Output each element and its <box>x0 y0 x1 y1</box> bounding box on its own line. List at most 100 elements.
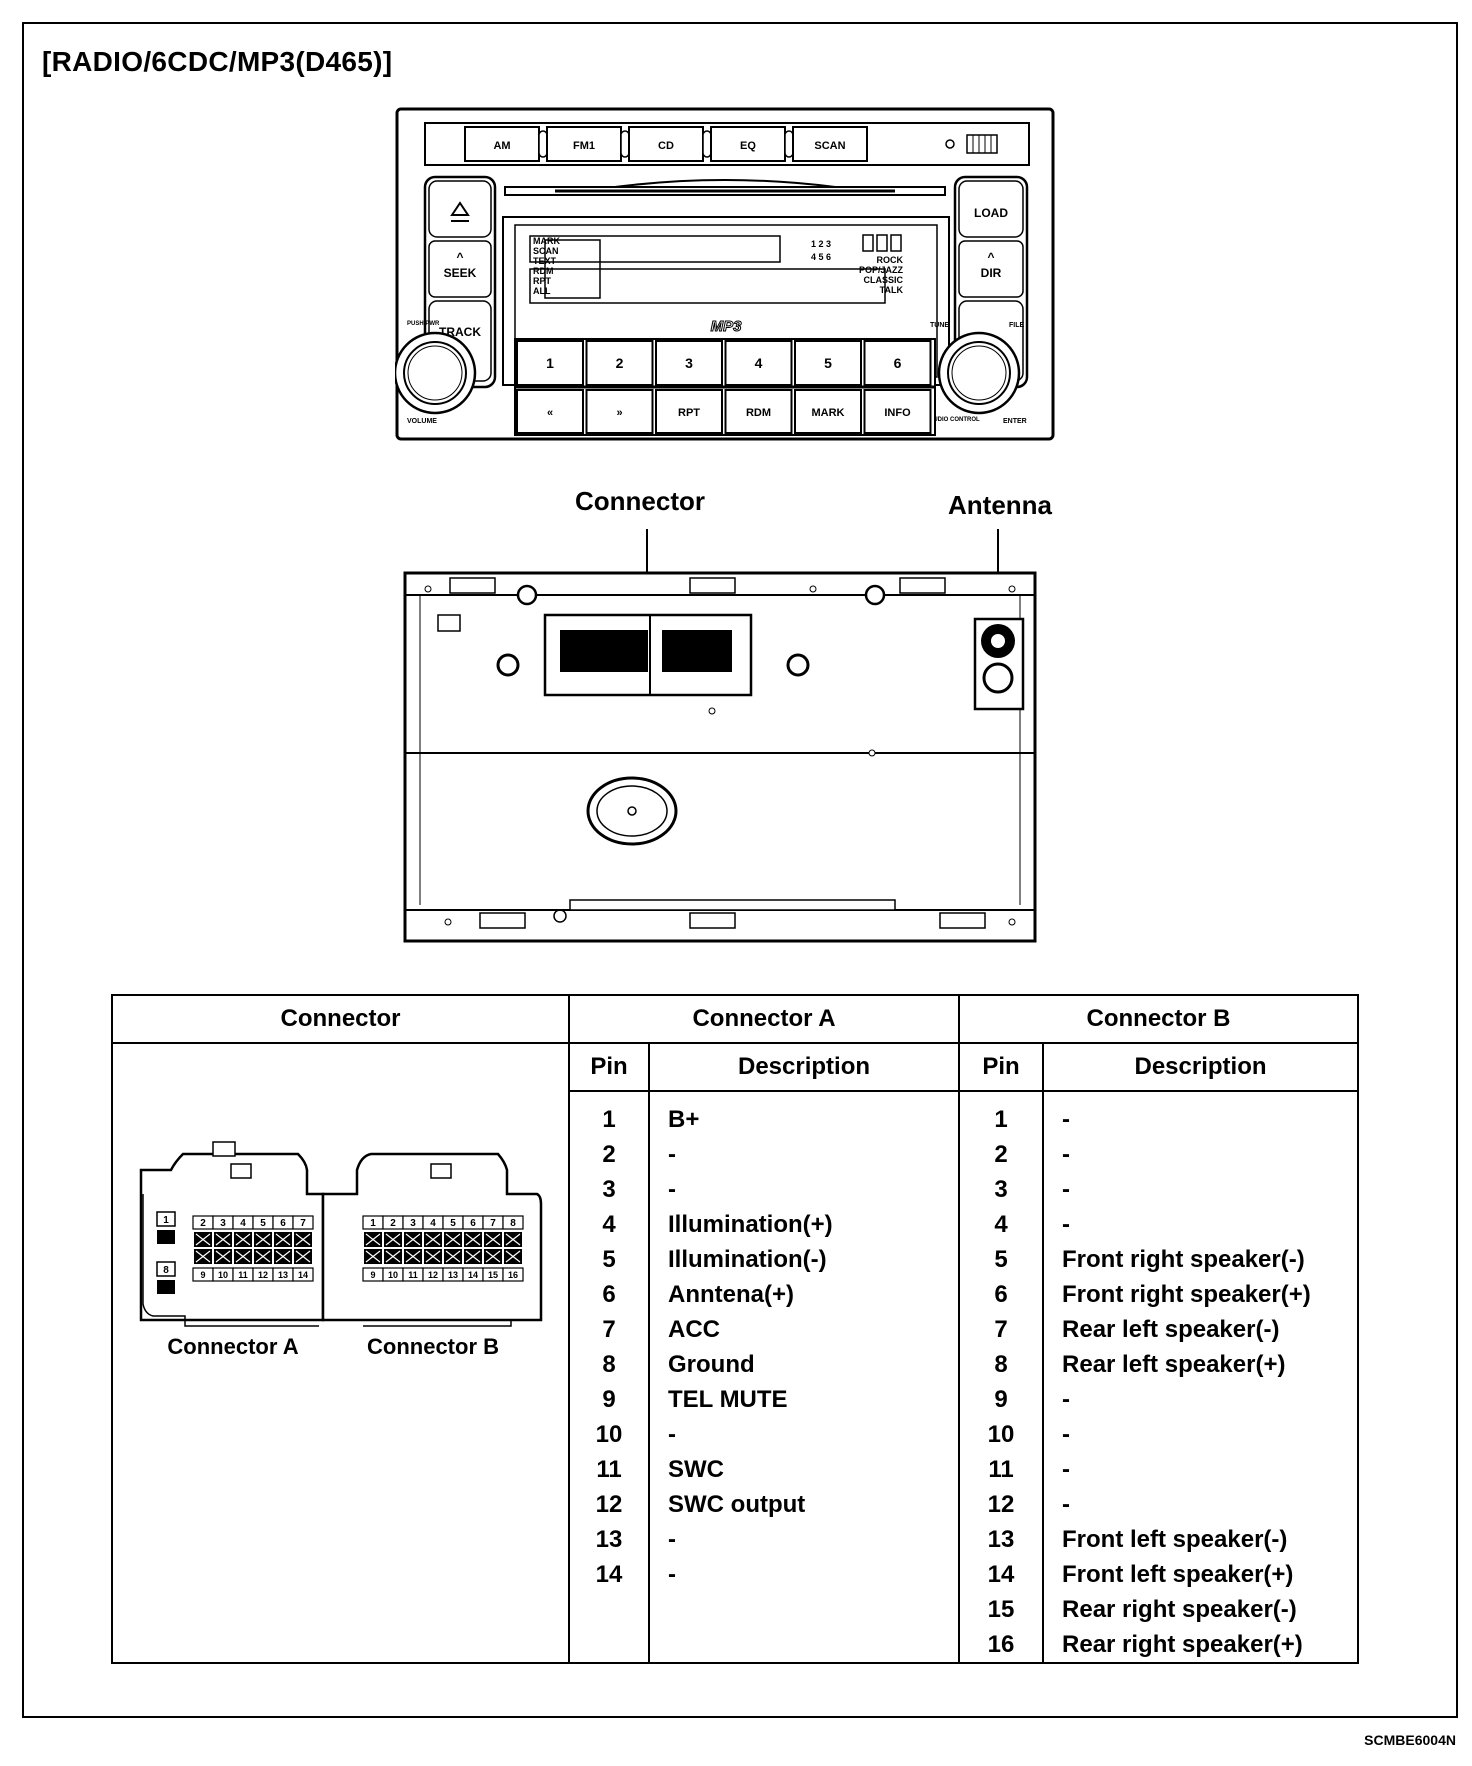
preset-button-label: 4 <box>755 355 763 371</box>
pin-number: 8 <box>510 1218 516 1229</box>
display-mode-rpt: RPT <box>533 276 552 286</box>
pin-number: 14 <box>298 1270 308 1280</box>
b-desc-7: Rear left speaker(-) <box>1062 1316 1280 1343</box>
pin-number: 14 <box>468 1270 478 1280</box>
b-desc-4: - <box>1062 1211 1071 1238</box>
function-button-3[interactable] <box>724 389 793 434</box>
pin-number: 13 <box>278 1270 288 1280</box>
b-desc-6: Front right speaker(+) <box>1062 1281 1311 1308</box>
b-desc-3: - <box>1062 1176 1071 1203</box>
preset-button-6[interactable] <box>863 340 932 386</box>
b-desc-1: - <box>1062 1106 1071 1133</box>
conn-a-side-pin-1: 1 <box>163 1215 169 1226</box>
radio-rear-view <box>403 529 1037 943</box>
diagram-title: [RADIO/6CDC/MP3(D465)] <box>42 46 393 77</box>
pin-number: 2 <box>200 1218 206 1229</box>
a-pin-1: 1 <box>602 1106 616 1133</box>
pin-number: 6 <box>470 1218 476 1229</box>
function-button-2[interactable] <box>655 389 723 434</box>
connector-a-caption: Connector A <box>167 1334 298 1359</box>
pin-number: 11 <box>408 1270 418 1280</box>
function-button-label: « <box>547 407 553 419</box>
a-desc-9: TEL MUTE <box>668 1386 788 1413</box>
b-desc-11: - <box>1062 1456 1071 1483</box>
file-label: FILE <box>1009 322 1024 329</box>
a-desc-2: - <box>668 1141 676 1168</box>
top-button-scan[interactable] <box>792 126 868 162</box>
desc-header-b: Description <box>1042 1042 1360 1092</box>
a-pin-5: 5 <box>602 1246 616 1273</box>
function-button-4[interactable] <box>794 389 862 434</box>
preset-button-4[interactable] <box>724 340 793 386</box>
b-pin-7: 7 <box>994 1316 1008 1343</box>
b-pin-10: 10 <box>987 1421 1015 1448</box>
antenna-callout-label: Antenna <box>948 490 1052 520</box>
top-button-label: CD <box>658 140 674 152</box>
a-pin-11: 11 <box>596 1456 622 1483</box>
b-desc-2: - <box>1062 1141 1071 1168</box>
dir-button-label: DIR <box>981 266 1002 280</box>
pin-number: 15 <box>488 1270 498 1280</box>
pin-number: 3 <box>220 1218 226 1229</box>
display-mode-rdm: RDM <box>533 266 554 276</box>
function-button-0[interactable] <box>516 389 584 434</box>
b-pin-3: 3 <box>994 1176 1008 1203</box>
pin-number: 9 <box>370 1270 375 1280</box>
a-pin-6: 6 <box>602 1281 616 1308</box>
preset-button-label: 2 <box>616 355 624 371</box>
b-desc-5: Front right speaker(-) <box>1062 1246 1305 1273</box>
display-mode-text: TEXT <box>533 256 557 266</box>
a-desc-6: Anntena(+) <box>668 1281 794 1308</box>
a-pin-14: 14 <box>595 1561 623 1588</box>
top-button-label: EQ <box>740 140 756 152</box>
display-eq-label: ROCK <box>877 255 904 265</box>
pin-number: 7 <box>300 1218 306 1229</box>
a-pin-3: 3 <box>602 1176 616 1203</box>
pin-number: 12 <box>258 1270 268 1280</box>
b-pin-9: 9 <box>994 1386 1008 1413</box>
pin-number: 1 <box>370 1218 376 1229</box>
audio-control-label: AUDIO CONTROL <box>929 417 980 423</box>
pin-number: 6 <box>280 1218 286 1229</box>
pin-number: 4 <box>240 1218 246 1229</box>
b-pin-12: 12 <box>987 1491 1015 1518</box>
tune-label: TUNE <box>930 322 949 329</box>
a-pin-8: 8 <box>602 1351 616 1378</box>
top-button-cd[interactable] <box>628 126 704 162</box>
function-button-label: » <box>616 407 622 419</box>
desc-header-a: Description <box>647 1042 961 1092</box>
a-desc-3: - <box>668 1176 676 1203</box>
pin-number: 5 <box>260 1218 266 1229</box>
load-button-label: LOAD <box>974 206 1008 220</box>
preset-button-3[interactable] <box>655 340 723 386</box>
preset-button-2[interactable] <box>585 340 654 386</box>
top-button-am[interactable] <box>464 126 540 162</box>
pin-number: 16 <box>508 1270 518 1280</box>
connector-a-description-column: B+--Illumination(+)Illumination(-)Annten… <box>647 1090 961 1664</box>
function-button-5[interactable] <box>863 389 932 434</box>
pin-number: 10 <box>218 1270 228 1280</box>
a-pin-9: 9 <box>602 1386 616 1413</box>
a-desc-7: ACC <box>668 1316 720 1343</box>
b-desc-10: - <box>1062 1421 1071 1448</box>
preset-button-1[interactable] <box>516 340 584 386</box>
header-connector: Connector <box>111 994 570 1044</box>
pin-number: 12 <box>428 1270 438 1280</box>
b-desc-14: Front left speaker(+) <box>1062 1561 1294 1588</box>
b-desc-8: Rear left speaker(+) <box>1062 1351 1286 1378</box>
enter-label: ENTER <box>1003 418 1027 425</box>
display-eq-label: TALK <box>880 285 904 295</box>
top-button-eq[interactable] <box>710 126 786 162</box>
preset-button-5[interactable] <box>794 340 862 386</box>
function-button-1[interactable] <box>585 389 654 434</box>
svg-text:1 2 3: 1 2 3 <box>811 239 831 249</box>
a-desc-12: SWC output <box>668 1491 806 1518</box>
a-desc-13: - <box>668 1526 676 1553</box>
b-pin-6: 6 <box>994 1281 1008 1308</box>
b-pin-14: 14 <box>987 1561 1015 1588</box>
pin-number: 4 <box>430 1218 436 1229</box>
